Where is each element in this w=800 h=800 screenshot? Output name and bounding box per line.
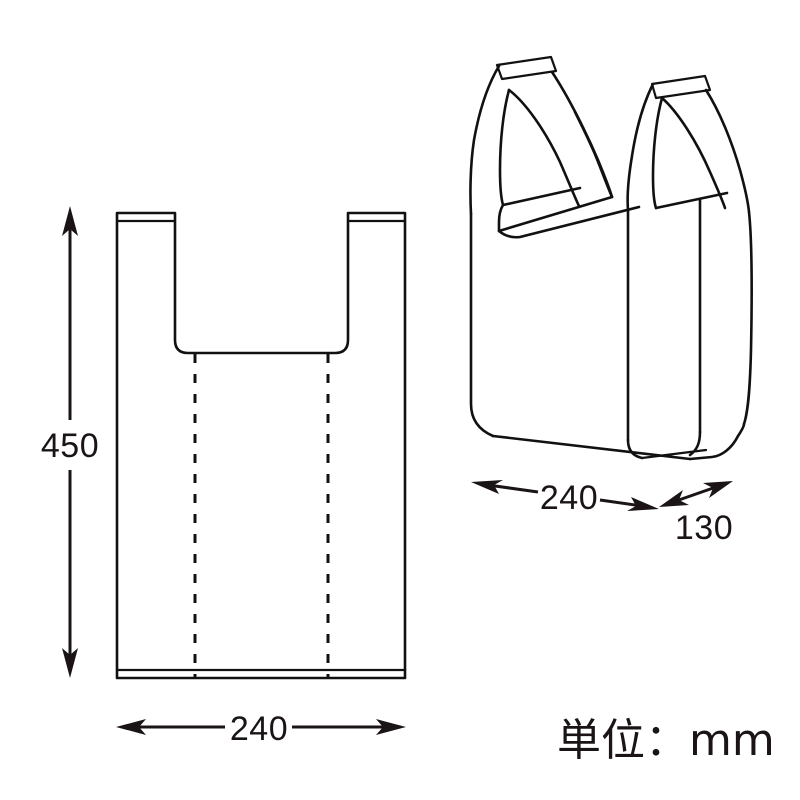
persp-front-top-edge	[497, 205, 641, 239]
gusset-dim-label: 130	[675, 509, 733, 547]
width-dim-label: 240	[230, 710, 288, 748]
persp-right-handle-loop-inner	[651, 96, 664, 210]
perspective-view	[469, 55, 753, 461]
persp-width-dim-line-left	[487, 483, 539, 494]
unit-note-label: 単位：mm	[557, 715, 775, 766]
gusset-dimension-130: 130	[659, 481, 733, 547]
persp-width-arrow-right	[627, 497, 659, 511]
height-dim-label: 450	[41, 427, 99, 465]
persp-body-right-edge	[742, 210, 753, 426]
persp-bottom-gusset-right	[688, 430, 702, 457]
persp-right-handle-hem	[650, 74, 712, 100]
width-dim-arrow-right	[376, 719, 406, 735]
persp-right-handle-outer	[626, 82, 655, 212]
gusset-arrow-upper-right	[703, 481, 733, 498]
persp-bottom-seam	[640, 448, 708, 460]
width-dimension-240-flat: 240	[116, 710, 406, 748]
persp-bottom-gusset-left	[626, 438, 644, 460]
persp-width-dim-label: 240	[540, 479, 598, 517]
persp-width-dim-line-right	[599, 498, 643, 508]
persp-body-left-edge	[469, 212, 495, 438]
persp-left-handle-opening-bottom	[501, 186, 582, 207]
height-dimension-450: 450	[41, 206, 99, 678]
persp-left-handle-outer	[469, 64, 501, 216]
gusset-dim-line	[675, 485, 717, 503]
persp-left-handle-band-right	[550, 70, 614, 199]
width-dimension-240-perspective: 240	[471, 479, 659, 517]
persp-left-handle-inner-front	[507, 88, 581, 208]
width-dim-arrow-left	[116, 719, 146, 735]
persp-right-handle-front-band	[660, 96, 727, 210]
height-dim-arrow-bottom	[62, 648, 78, 678]
persp-left-handle-hem	[495, 55, 558, 81]
persp-right-handle-band-right	[704, 88, 751, 214]
gusset-arrow-lower-left	[659, 490, 689, 507]
persp-right-handle-opening-bottom	[654, 191, 729, 210]
persp-left-handle-loop-inner	[498, 88, 511, 207]
persp-width-arrow-left	[471, 480, 503, 494]
persp-bottom-right-tail	[688, 422, 746, 461]
height-dim-arrow-top	[62, 206, 78, 236]
flat-bag-outline	[115, 211, 407, 680]
flat-front-view	[115, 211, 407, 680]
persp-front-top-panel	[497, 195, 614, 233]
persp-center-notch	[573, 110, 614, 199]
